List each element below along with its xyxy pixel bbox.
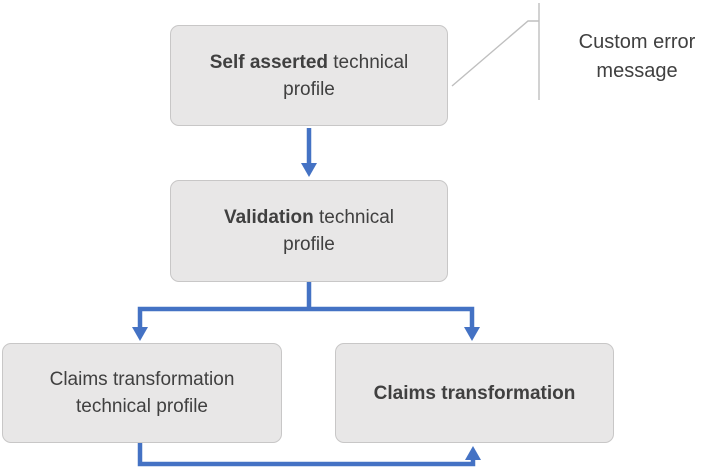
arrowhead-up-icon — [465, 446, 481, 460]
arrow-bottom-loop — [137, 443, 476, 467]
annotation-line1: Custom error — [578, 31, 696, 53]
callout-line — [451, 20, 539, 87]
node-label-line1: Validation technical — [223, 207, 395, 228]
arrowhead-down-icon — [464, 327, 480, 341]
node-claims-transformation-technical-profile: Claims transformation technical profile — [2, 343, 282, 443]
arrowhead-down-icon — [301, 163, 317, 177]
node-label-line2: technical profile — [75, 396, 209, 417]
node-claims-transformation: Claims transformation — [335, 343, 614, 443]
node-label-line1: Self asserted technical — [209, 51, 409, 73]
custom-error-message-label: Custom error message — [552, 28, 722, 86]
node-label-line2: profile — [283, 234, 335, 255]
arrowhead-down-icon — [132, 327, 148, 341]
arrow-validation-split — [137, 282, 475, 327]
node-label-line1: Claims transformation — [373, 382, 576, 404]
node-self-asserted-technical-profile: Self asserted technical profile — [170, 25, 448, 126]
node-validation-technical-profile: Validation technical profile — [170, 180, 448, 282]
annotation-line2: message — [596, 60, 678, 82]
node-label-line2: profile — [283, 78, 335, 100]
node-label-line1: Claims transformation — [49, 369, 235, 390]
